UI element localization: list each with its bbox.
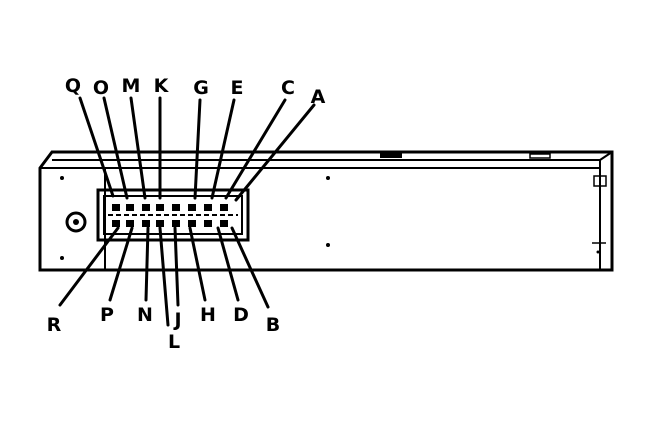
label-b: B [266, 314, 280, 336]
label-q: Q [65, 75, 81, 97]
label-j: J [172, 309, 181, 331]
label-k: K [154, 75, 170, 97]
label-a: A [311, 86, 326, 108]
leader-lines [58, 96, 316, 327]
label-e: E [231, 77, 244, 99]
terminal-block [96, 188, 250, 242]
mounting-screw-icon [65, 211, 87, 233]
label-o: O [93, 77, 109, 99]
label-l: L [168, 331, 180, 353]
label-c: C [281, 77, 295, 99]
label-p: P [100, 304, 114, 326]
label-d: D [233, 304, 249, 326]
label-r: R [47, 314, 62, 336]
label-g: G [193, 77, 209, 99]
label-h: H [200, 304, 216, 326]
label-m: M [122, 75, 141, 97]
label-n: N [137, 304, 153, 326]
